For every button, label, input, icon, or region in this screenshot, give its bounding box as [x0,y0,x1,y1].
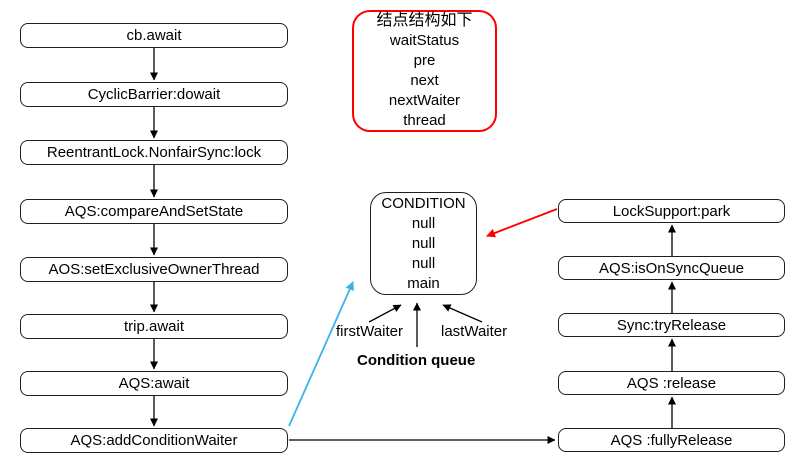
flow-box-aqs-await: AQS:await [20,371,288,396]
flow-box-isonsyncqueue: AQS:isOnSyncQueue [558,256,785,280]
flow-box-addconditionwaiter: AQS:addConditionWaiter [20,428,288,453]
last-waiter-label: lastWaiter [441,323,508,340]
node-structure-note: 结点结构如下 waitStatus pre next nextWaiter th… [352,10,497,132]
node-structure-title: 结点结构如下 [376,12,473,29]
condition-pointer-arrows [368,302,483,347]
condition-node: CONDITION null null null main [370,192,477,295]
condition-node-value-4: main [407,274,440,292]
flow-box-setexclusiveownerthread: AOS:setExclusiveOwnerThread [20,257,288,282]
node-field-waitstatus: waitStatus [389,32,460,49]
node-field-nextwaiter: nextWaiter [388,92,461,109]
flow-box-locksupport-park: LockSupport:park [558,199,785,223]
flow-box-cyclicbarrier-dowait: CyclicBarrier:dowait [20,82,288,107]
first-waiter-label: firstWaiter [336,323,403,340]
flow-box-release: AQS :release [558,371,785,395]
arrow-last-waiter [442,304,483,323]
arrow-cyan-to-condition [288,281,354,427]
condition-node-value-1: null [411,214,436,232]
flow-box-cb-await: cb.await [20,23,288,48]
flow-box-nonfairsync-lock: ReentrantLock.NonfairSync:lock [20,140,288,165]
flow-box-tryrelease: Sync:tryRelease [558,313,785,337]
arrow-first-waiter [368,304,402,323]
flow-box-compareandsetstate: AQS:compareAndSetState [20,199,288,224]
flow-box-fullyrelease: AQS :fullyRelease [558,428,785,452]
condition-queue-label: Condition queue [357,352,476,369]
arrow-red-to-condition [486,208,558,238]
condition-node-title: CONDITION [381,194,466,212]
condition-node-value-2: null [411,234,436,252]
condition-node-value-3: null [411,254,436,272]
node-field-thread: thread [403,112,446,129]
node-field-pre: pre [413,52,436,69]
flow-box-trip-await: trip.await [20,314,288,339]
node-field-next: next [410,72,439,89]
